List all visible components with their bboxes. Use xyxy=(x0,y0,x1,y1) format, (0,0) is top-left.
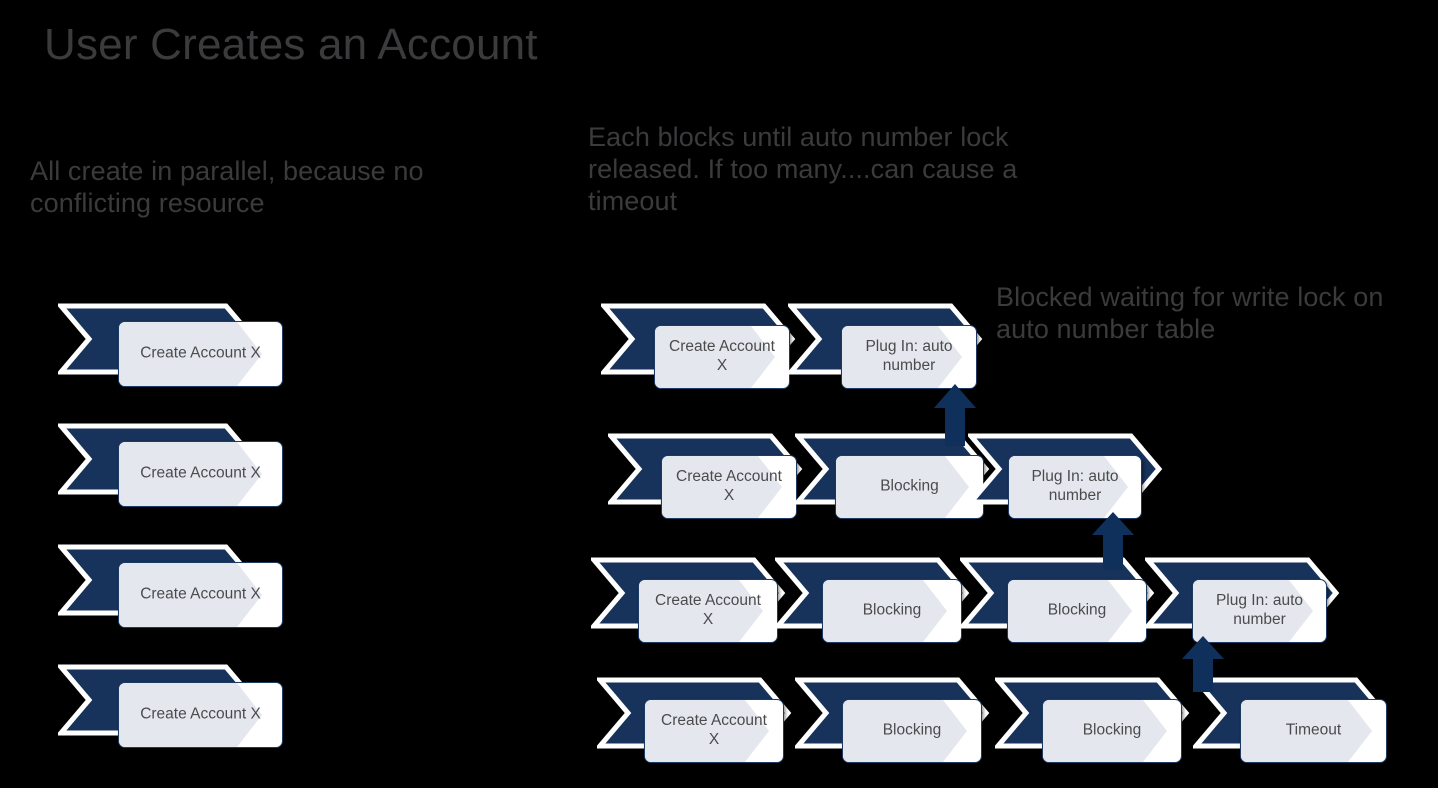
list-item[interactable]: Plug In: auto number xyxy=(1145,557,1345,645)
list-item[interactable]: Create Account X xyxy=(608,433,808,521)
list-item[interactable]: Blocking xyxy=(775,557,975,645)
inner-chevron-icon xyxy=(1193,580,1313,642)
inner-chevron-icon xyxy=(645,700,769,762)
step-card[interactable]: Create Account X xyxy=(118,441,283,507)
arrow-up-icon-row2-to-row1 xyxy=(934,384,976,446)
list-item[interactable]: Blocking xyxy=(995,677,1195,765)
list-item[interactable]: Plug In: auto number xyxy=(968,433,1168,521)
inner-chevron-icon xyxy=(843,700,967,762)
list-item[interactable]: Blocking xyxy=(795,433,995,521)
inner-chevron-icon xyxy=(119,442,262,506)
inner-chevron-icon xyxy=(1008,580,1132,642)
inner-chevron-icon xyxy=(119,683,262,747)
step-label: Blocking xyxy=(1047,601,1107,619)
step-label: Blocking xyxy=(880,477,939,495)
step-label: Plug In: auto number xyxy=(865,338,953,374)
step-card[interactable]: Blocking xyxy=(1007,579,1147,643)
list-item[interactable]: Create Account X xyxy=(58,423,283,511)
note-middle-column: Each blocks until auto number lock relea… xyxy=(588,122,1018,216)
step-label: Blocking xyxy=(882,721,942,739)
step-label: Create Account X xyxy=(669,338,775,374)
inner-chevron-icon xyxy=(119,322,262,386)
inner-chevron-icon xyxy=(655,326,775,388)
note-right-column: Blocked waiting for write lock on auto n… xyxy=(996,282,1384,344)
list-item[interactable]: Blocking xyxy=(795,677,995,765)
step-label: Create Account X xyxy=(655,592,761,628)
step-label: Blocking xyxy=(1082,721,1142,739)
step-label: Timeout xyxy=(1285,721,1342,739)
step-label: Create Account X xyxy=(140,464,261,482)
step-card[interactable]: Blocking xyxy=(1042,699,1182,763)
page-title: User Creates an Account xyxy=(44,20,538,69)
list-item[interactable]: Create Account X xyxy=(591,557,791,645)
inner-chevron-icon xyxy=(836,456,969,518)
list-item[interactable]: Plug In: auto number xyxy=(788,303,988,391)
step-card[interactable]: Create Account X xyxy=(638,579,778,643)
arrow-up-icon-row4-to-row3 xyxy=(1182,636,1224,692)
step-label: Plug In: auto number xyxy=(1215,592,1304,628)
inner-chevron-icon xyxy=(119,563,262,627)
inner-chevron-icon xyxy=(639,580,763,642)
step-card[interactable]: Create Account X xyxy=(118,321,283,387)
inner-chevron-icon xyxy=(1043,700,1167,762)
step-label: Create Account X xyxy=(661,712,767,748)
step-card[interactable]: Blocking xyxy=(822,579,962,643)
inner-chevron-icon xyxy=(842,326,962,388)
list-item[interactable]: Create Account X xyxy=(58,544,283,632)
list-item[interactable]: Timeout xyxy=(1193,677,1393,765)
step-label: Plug In: auto number xyxy=(1031,468,1119,504)
inner-chevron-icon xyxy=(1241,700,1372,762)
list-item[interactable]: Create Account X xyxy=(58,303,283,391)
step-label: Create Account X xyxy=(676,468,782,504)
step-card[interactable]: Create Account X xyxy=(644,699,784,763)
step-label: Create Account X xyxy=(140,705,261,723)
step-label: Create Account X xyxy=(140,344,261,362)
step-card[interactable]: Create Account X xyxy=(661,455,797,519)
arrow-up-icon-row3-to-row2 xyxy=(1092,512,1134,570)
step-card[interactable]: Plug In: auto number xyxy=(1192,579,1327,643)
note-left-column: All create in parallel, because no confl… xyxy=(30,156,424,218)
step-card[interactable]: Timeout xyxy=(1240,699,1387,763)
step-card[interactable]: Create Account X xyxy=(654,325,790,389)
step-card[interactable]: Plug In: auto number xyxy=(1008,455,1142,519)
step-card[interactable]: Plug In: auto number xyxy=(841,325,977,389)
step-card[interactable]: Create Account X xyxy=(118,562,283,628)
list-item[interactable]: Blocking xyxy=(960,557,1160,645)
list-item[interactable]: Create Account X xyxy=(597,677,797,765)
list-item[interactable]: Create Account X xyxy=(58,664,283,752)
inner-chevron-icon xyxy=(823,580,947,642)
list-item[interactable]: Create Account X xyxy=(601,303,801,391)
inner-chevron-icon xyxy=(1009,456,1128,518)
step-card[interactable]: Blocking xyxy=(835,455,984,519)
step-card[interactable]: Blocking xyxy=(842,699,982,763)
step-card[interactable]: Create Account X xyxy=(118,682,283,748)
step-label: Create Account X xyxy=(140,585,261,603)
inner-chevron-icon xyxy=(662,456,782,518)
step-label: Blocking xyxy=(862,601,922,619)
